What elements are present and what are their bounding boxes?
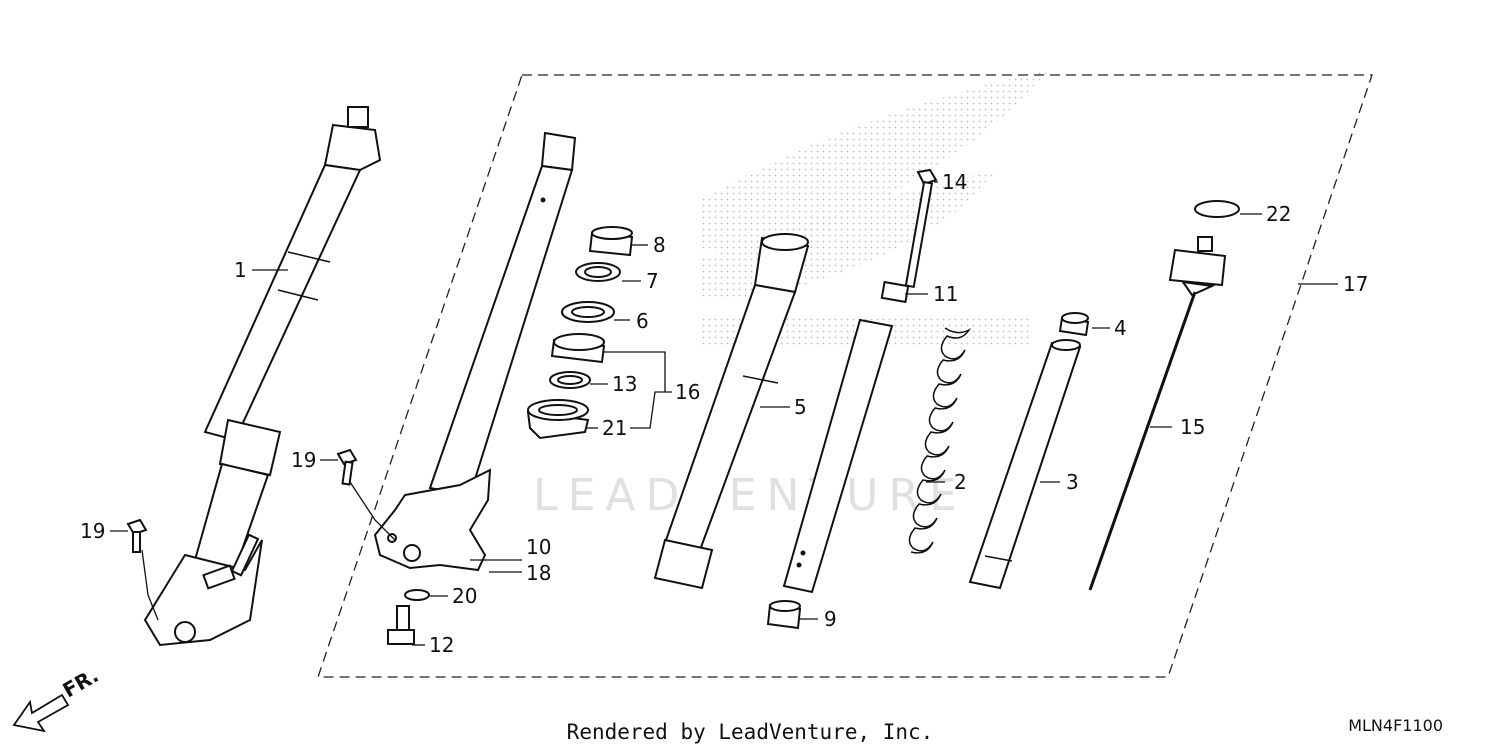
fork-cap-rod: [1088, 236, 1227, 591]
callout-15: 15: [1180, 415, 1205, 439]
dust-seal-21: [526, 399, 590, 440]
fork-spring-2: [908, 327, 972, 554]
damper-cartridge: [782, 168, 938, 594]
callout-21: 21: [602, 416, 627, 440]
callout-2: 2: [954, 470, 967, 494]
bushing-8: [588, 226, 634, 257]
bushing-9: [766, 600, 802, 630]
callout-10: 10: [526, 535, 551, 559]
washer-20: [404, 589, 430, 601]
cap-4: [1058, 312, 1090, 337]
clip-13: [549, 371, 591, 389]
callout-1: 1: [234, 258, 247, 282]
callout-4: 4: [1114, 316, 1127, 340]
callout-22: 22: [1266, 202, 1291, 226]
callout-20: 20: [452, 584, 477, 608]
spacer-tube-3: [968, 339, 1082, 590]
callout-8: 8: [653, 233, 666, 257]
watermark-text: LEADVENTURE: [533, 470, 967, 521]
callout-18: 18: [526, 561, 551, 585]
front-direction-arrow-icon: [12, 693, 70, 733]
bolt-19-left: [126, 518, 148, 553]
front-direction-label: FR.: [59, 663, 103, 702]
callout-3: 3: [1066, 470, 1079, 494]
callout-19-right: 19: [291, 448, 316, 472]
oil-seal: [550, 333, 606, 364]
callout-11: 11: [933, 282, 958, 306]
footer-credit: Rendered by LeadVenture, Inc.: [567, 720, 934, 744]
seal-6: [561, 301, 615, 323]
callout-6: 6: [636, 309, 649, 333]
callout-14: 14: [942, 170, 967, 194]
callout-19-left: 19: [80, 519, 105, 543]
callout-13: 13: [612, 372, 637, 396]
bolt-19-right: [336, 448, 358, 486]
assembly-boundary: [317, 74, 1373, 678]
callout-16: 16: [675, 380, 700, 404]
callout-17: 17: [1343, 272, 1368, 296]
callout-5: 5: [794, 395, 807, 419]
leader-lines: [110, 181, 1338, 646]
outer-fork-tube: [373, 131, 577, 572]
diagram-code: MLN4F1100: [1348, 716, 1443, 735]
inner-fork-tube-5: [653, 233, 810, 590]
callout-12: 12: [429, 633, 454, 657]
o-ring-22: [1194, 200, 1240, 218]
fork-assembly: [143, 106, 382, 647]
bushing-7: [575, 262, 621, 282]
air-valve-12: [387, 605, 415, 645]
callout-7: 7: [646, 269, 659, 293]
callout-9: 9: [824, 607, 837, 631]
